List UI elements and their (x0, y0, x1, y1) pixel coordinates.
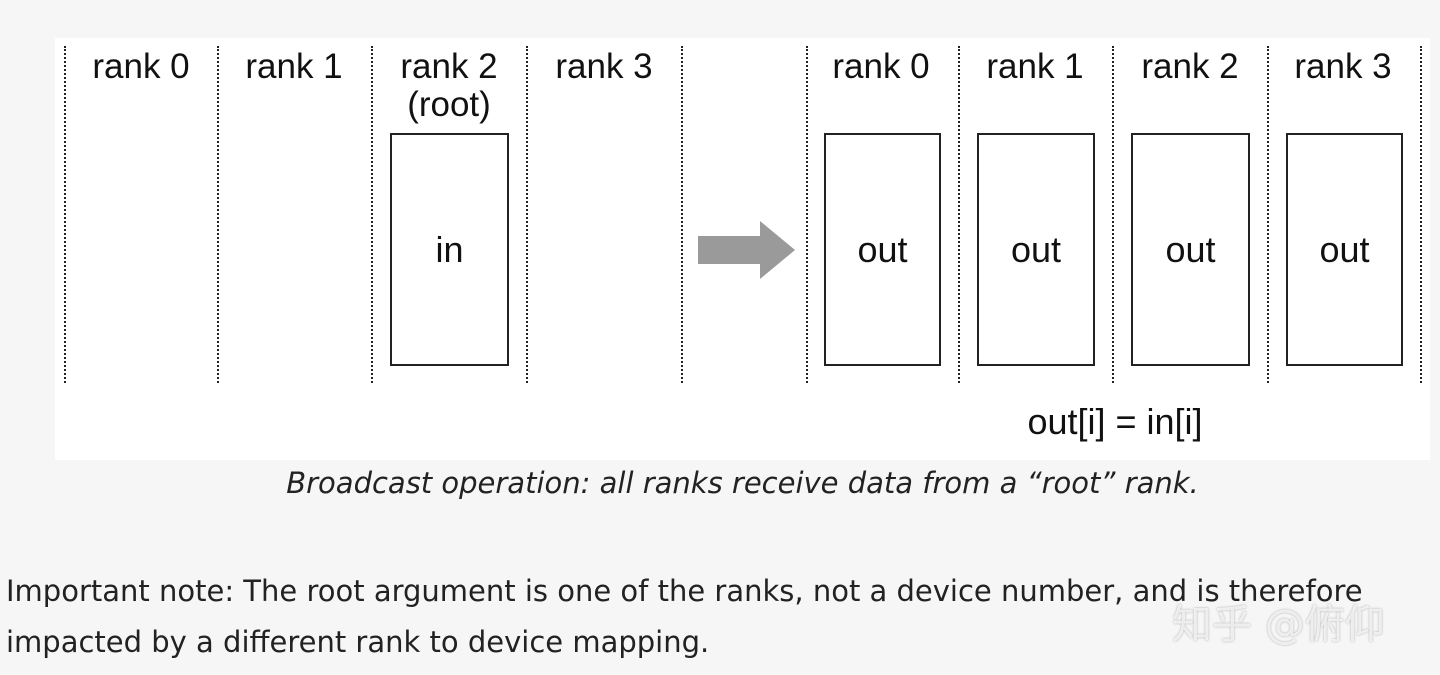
input-buffer-label: in (435, 228, 464, 270)
output-buffer-3: out (1286, 133, 1403, 366)
input-buffer: in (390, 133, 509, 366)
rank-label-left-0: rank 0 (92, 47, 190, 86)
rank-label-left-3: rank 3 (555, 47, 653, 86)
figure-caption: Broadcast operation: all ranks receive d… (286, 466, 1199, 500)
column-separator (526, 46, 528, 383)
rank-label-right-2: rank 2 (1141, 47, 1239, 86)
rank-label-right-0: rank 0 (832, 47, 930, 86)
column-separator (806, 46, 808, 383)
watermark: 知乎 @俯仰 (1172, 602, 1385, 648)
column-separator (64, 46, 66, 383)
column-separator (681, 46, 683, 383)
column-separator (371, 46, 373, 383)
rank-label-left-2: rank 2 (400, 47, 498, 86)
rank-label-right-3: rank 3 (1294, 47, 1392, 86)
output-buffer-2: out (1131, 133, 1250, 366)
column-separator (1420, 46, 1422, 383)
output-buffer-label: out (857, 228, 908, 270)
column-separator (217, 46, 219, 383)
arrow-right-icon (698, 221, 795, 279)
output-buffer-0: out (824, 133, 941, 366)
important-note: Important note: The root argument is one… (6, 574, 1363, 659)
root-label: (root) (407, 85, 491, 124)
column-separator (1112, 46, 1114, 383)
column-separator (958, 46, 960, 383)
rank-label-left-1: rank 1 (245, 47, 343, 86)
arrow-shape (698, 221, 795, 279)
output-buffer-1: out (977, 133, 1095, 366)
output-buffer-label: out (1319, 228, 1370, 270)
column-separator (1267, 46, 1269, 383)
broadcast-formula: out[i] = in[i] (1027, 401, 1203, 442)
output-buffer-label: out (1165, 228, 1216, 270)
rank-label-right-1: rank 1 (986, 47, 1084, 86)
output-buffer-label: out (1010, 228, 1062, 270)
